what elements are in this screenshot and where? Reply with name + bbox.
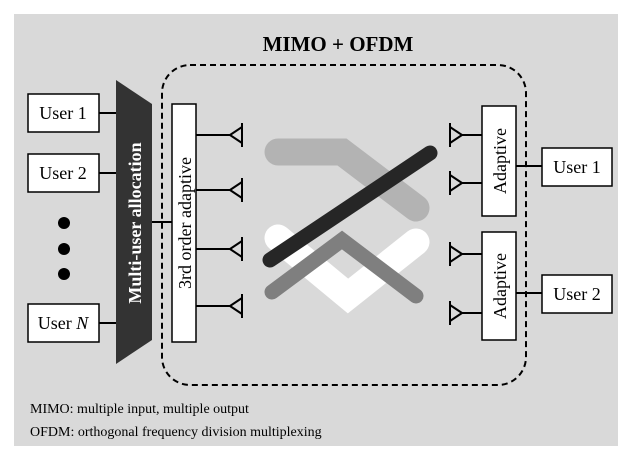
tx-antenna-3 bbox=[196, 237, 243, 261]
tx-antennas bbox=[196, 123, 243, 318]
path-dark bbox=[262, 145, 438, 268]
user-label-left-2: User 2 bbox=[39, 163, 87, 183]
rx-antenna-3 bbox=[449, 242, 482, 266]
tx-adaptive-block bbox=[171, 103, 197, 343]
note-mimo: MIMO: multiple input, multiple output bbox=[30, 402, 249, 417]
tx-antenna-2 bbox=[196, 178, 243, 202]
tx-adaptive-label: 3rd order adaptive bbox=[175, 157, 195, 289]
propagation-paths bbox=[262, 138, 438, 314]
user-label-left-1: User 1 bbox=[39, 103, 87, 123]
user-box-left-1 bbox=[27, 93, 100, 133]
mimo-boundary bbox=[161, 64, 527, 386]
path-light-gray bbox=[264, 138, 430, 222]
path-medium-gray bbox=[264, 230, 424, 304]
note-ofdm: OFDM: orthogonal frequency division mult… bbox=[30, 425, 322, 440]
user-label-right-2: User 2 bbox=[553, 284, 601, 304]
allocation-label: Multi-user allocation bbox=[125, 142, 145, 303]
user-box-right-1 bbox=[541, 147, 613, 187]
path-white bbox=[264, 224, 430, 314]
tx-antenna-1 bbox=[196, 123, 243, 147]
diagram-title: MIMO + OFDM bbox=[263, 32, 414, 56]
user-box-right-2 bbox=[541, 274, 613, 314]
rx-adaptive-label-2: Adaptive bbox=[490, 253, 510, 319]
user-label-left-n: User N bbox=[38, 313, 90, 333]
tx-antenna-4 bbox=[196, 294, 243, 318]
user-label-right-1: User 1 bbox=[553, 157, 601, 177]
ellipsis-dot-2 bbox=[58, 243, 70, 255]
rx-antenna-2 bbox=[449, 171, 482, 195]
rx-adaptive-label-1: Adaptive bbox=[490, 128, 510, 194]
rx-antenna-1 bbox=[449, 123, 482, 147]
rx-antennas bbox=[449, 123, 482, 325]
allocation-block bbox=[116, 80, 152, 364]
rx-antenna-4 bbox=[449, 301, 482, 325]
ellipsis-dot-1 bbox=[58, 217, 70, 229]
user-box-left-2 bbox=[27, 153, 100, 193]
rx-adaptive-block-1 bbox=[481, 105, 517, 217]
rx-adaptive-block-2 bbox=[481, 231, 517, 341]
ellipsis-dot-3 bbox=[58, 268, 70, 280]
